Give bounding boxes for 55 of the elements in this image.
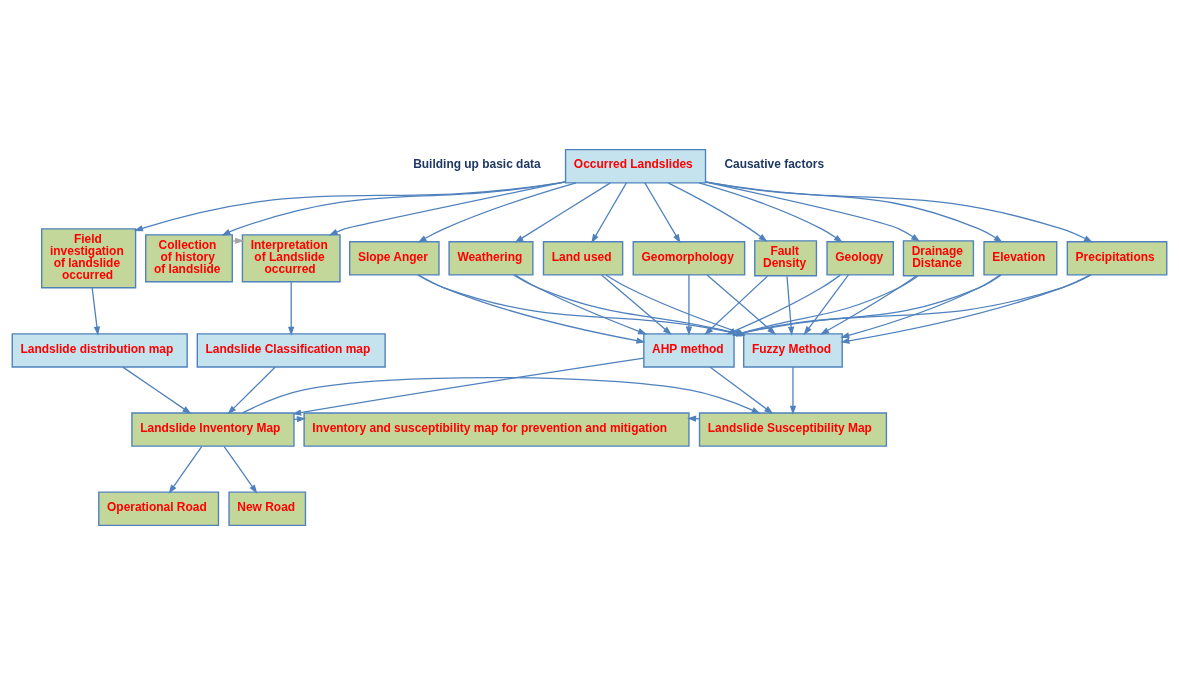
arrow <box>591 182 628 244</box>
arrow <box>667 182 768 242</box>
node-box: Inventory and susceptibility map for prevention and mitigation <box>303 412 690 447</box>
node-box: AHP method <box>643 333 735 368</box>
arrow <box>91 287 101 336</box>
arrow <box>227 366 276 415</box>
arrow <box>840 274 1001 339</box>
arrow <box>288 281 295 336</box>
node-box: New Road <box>228 491 307 526</box>
arrow <box>292 357 645 416</box>
arrow <box>133 181 566 232</box>
arrow <box>840 274 1091 344</box>
arrow <box>122 366 192 414</box>
node-box: Slope Anger <box>348 241 440 276</box>
node-box: Land used <box>542 241 624 276</box>
arrow <box>786 275 795 336</box>
node-box: Precipitations <box>1066 241 1168 276</box>
node-box: Fuzzy Method <box>743 333 843 368</box>
node-box: Occurred Landslides <box>564 149 707 184</box>
arrow <box>328 181 566 236</box>
node-box: Geology <box>826 241 894 276</box>
node-box: Landslide Classification map <box>196 333 386 368</box>
arrow <box>820 275 917 335</box>
arrow <box>168 445 203 494</box>
label: Causative factors <box>724 157 825 172</box>
node-box: Landslide Susceptibility Map <box>698 412 888 447</box>
node-box: Collection of history of landslide <box>145 234 233 283</box>
arrow <box>705 181 1093 243</box>
arrow <box>418 274 646 344</box>
arrow <box>709 366 774 414</box>
node-box: Field investigation of landslide occurred <box>41 228 137 289</box>
arrow <box>705 181 1003 243</box>
arrow <box>803 274 850 336</box>
node-box: Landslide distribution map <box>11 333 188 368</box>
node-box: Landslide Inventory Map <box>131 412 295 447</box>
node-box: Operational Road <box>98 491 220 526</box>
arrow <box>241 376 761 414</box>
arrow <box>685 274 693 336</box>
node-box: Weathering <box>448 241 534 276</box>
arrow <box>221 181 566 236</box>
node-box: Fault Density <box>754 240 818 277</box>
node-box: Drainage Distance <box>902 240 975 277</box>
arrow <box>644 182 681 244</box>
arrow <box>417 182 577 243</box>
node-box: Geomorphology <box>632 241 746 276</box>
arrow <box>231 237 245 244</box>
node-box: Interpretation of Landslide occurred <box>241 234 341 283</box>
node-box: Elevation <box>983 241 1058 276</box>
arrow <box>600 274 672 335</box>
arrow <box>514 182 611 243</box>
arrow <box>223 445 258 494</box>
arrow <box>514 274 647 335</box>
arrow <box>698 182 843 243</box>
label: Building up basic data <box>413 157 541 172</box>
arrow <box>789 366 797 415</box>
